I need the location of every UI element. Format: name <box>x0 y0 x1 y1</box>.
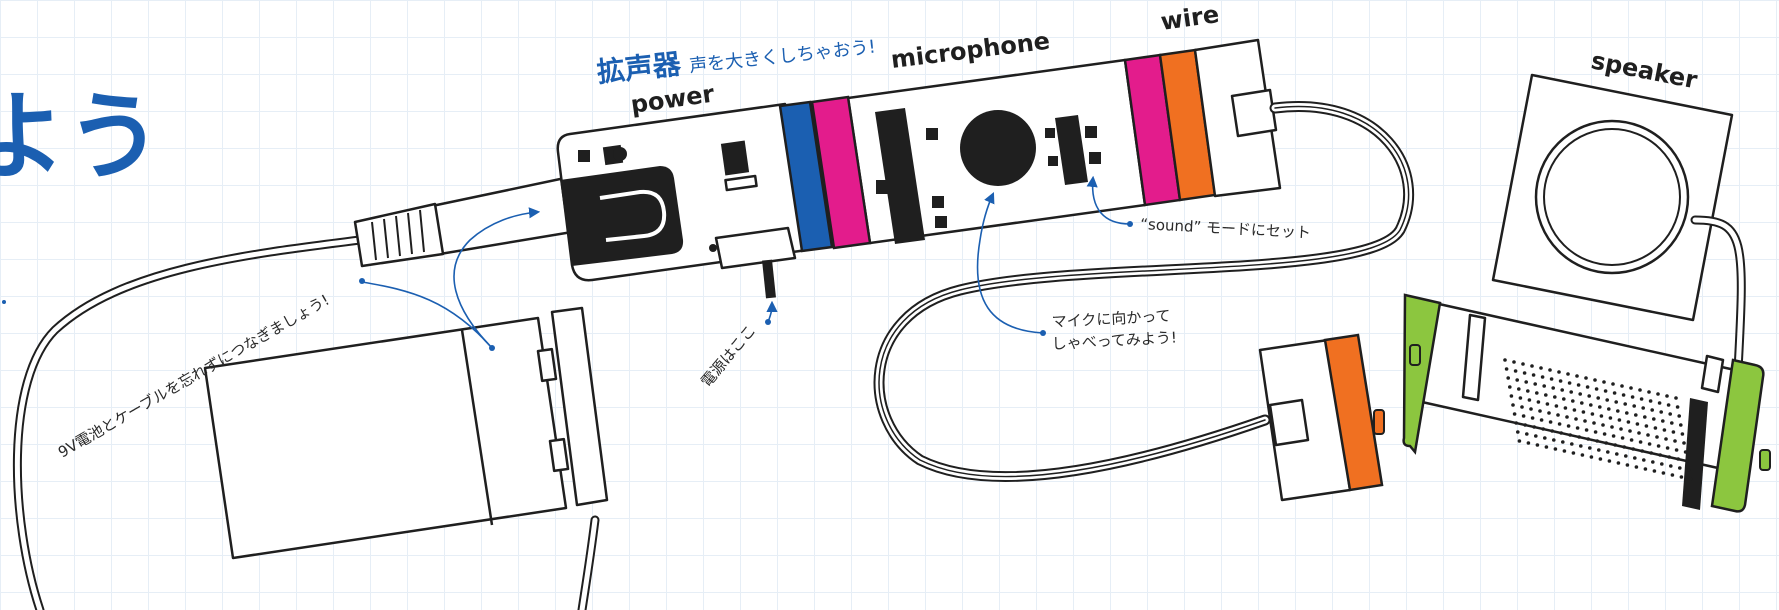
wire-module <box>1158 38 1282 202</box>
label-microphone: microphone <box>889 27 1051 74</box>
project-subtitle: 声を大きくしちゃおう! <box>688 37 876 77</box>
page-heading: よう <box>0 81 162 193</box>
barrel-plug <box>353 176 574 268</box>
label-speaker: speaker <box>1589 46 1700 94</box>
annotation-arrows <box>359 175 1133 351</box>
wire-connector <box>1258 333 1385 502</box>
microphone-module <box>810 53 1182 250</box>
note-sound-mode: “sound” モードにセット <box>1140 215 1312 242</box>
note-mic-line-1: マイクに向かって <box>1051 307 1171 331</box>
wire-cable <box>873 101 1415 483</box>
power-module <box>556 100 834 299</box>
speaker-unit <box>1402 73 1771 513</box>
label-wire: wire <box>1159 0 1221 36</box>
battery-cable <box>12 235 600 610</box>
label-power: power <box>629 80 716 119</box>
note-mic-line-2: しゃべってみよう! <box>1051 328 1177 353</box>
battery-9v <box>203 306 609 560</box>
project-title: 拡声器 <box>595 47 683 89</box>
speaker-grille <box>1503 358 1693 481</box>
note-switch: 電源はここ <box>697 322 759 391</box>
heading-dot <box>2 300 6 304</box>
